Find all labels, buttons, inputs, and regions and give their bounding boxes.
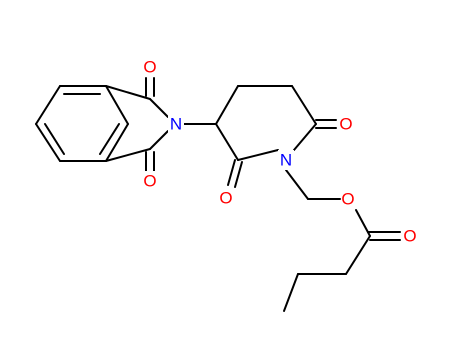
- oxygen-atom-ring-left: O: [219, 189, 232, 208]
- phthalimide-ring: [105, 77, 169, 172]
- ester-side-chain: [283, 169, 401, 312]
- oxygen-atom-top: O: [143, 58, 156, 77]
- oxygen-atom-carbonyl: O: [403, 227, 416, 246]
- benzene-ring: [35, 85, 129, 162]
- oxygen-atom-ester: O: [341, 190, 354, 209]
- nitrogen-atom-phthalimide: N: [170, 115, 182, 134]
- atom-labels: O O N O O N O O: [143, 57, 417, 246]
- nitrogen-atom-ring: N: [280, 151, 292, 170]
- oxygen-atom-bottom: O: [143, 172, 156, 191]
- glutarimide-ring: [215, 85, 337, 188]
- oxygen-atom-ring-right: O: [339, 115, 352, 134]
